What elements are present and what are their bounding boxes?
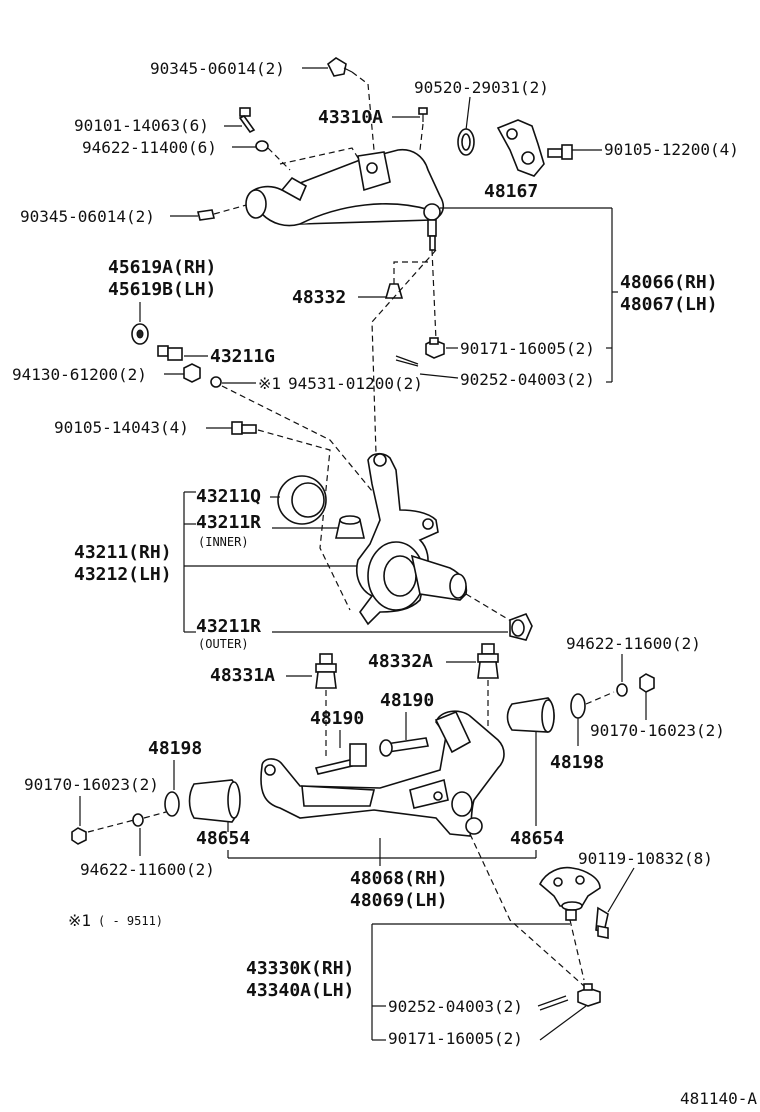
bolt-43310a [418, 107, 428, 122]
bolt-90105-12200 [547, 144, 573, 160]
bumper-48331a [315, 653, 337, 689]
label-90520: 90520-29031(2) [414, 78, 549, 97]
label-note-ref: ※1 [258, 374, 281, 393]
washer-94622-11400 [255, 140, 269, 152]
label-48331a: 48331A [210, 665, 275, 686]
label-48198-left: 48198 [148, 738, 202, 759]
figure-id: 481140-A [680, 1089, 757, 1108]
steering-knuckle [356, 452, 468, 626]
nut-90171-top [425, 337, 445, 359]
bolt-90101 [238, 107, 256, 134]
label-43340a: 43340A(LH) [246, 980, 354, 1001]
label-43310a: 43310A [318, 107, 383, 128]
upper-control-arm [245, 148, 445, 251]
label-48654-left: 48654 [196, 828, 250, 849]
label-48198-right: 48198 [550, 752, 604, 773]
bushing-45619 [131, 323, 149, 345]
label-43211: 43211(RH) [74, 542, 172, 563]
label-48067: 48067(LH) [620, 294, 718, 315]
bolt-90119 [595, 906, 609, 939]
label-43211q: 43211Q [196, 486, 261, 507]
label-90171-bottom: 90171-16005(2) [388, 1029, 523, 1048]
label-45619b: 45619B(LH) [108, 279, 216, 300]
bolt-90105-14043 [231, 421, 257, 435]
label-90252-top: 90252-04003(2) [460, 370, 595, 389]
bracket-48167 [496, 119, 545, 177]
label-48068: 48068(RH) [350, 868, 448, 889]
bolt-90345-top [326, 57, 353, 77]
label-48066: 48066(RH) [620, 272, 718, 293]
label-43330k: 43330K(RH) [246, 958, 354, 979]
label-94622-11600-left: 94622-11600(2) [80, 860, 215, 879]
nut-94130 [183, 363, 201, 383]
label-43211r-inner: 43211R [196, 512, 261, 533]
footnote-mark: ※1 [68, 911, 91, 930]
label-90105-12200: 90105-12200(4) [604, 140, 739, 159]
label-48190-b: 48190 [380, 690, 434, 711]
pin-90252-bottom [537, 995, 567, 1007]
lower-control-arm [260, 710, 505, 837]
label-48332a: 48332A [368, 651, 433, 672]
bearing-43211r-inner [335, 515, 365, 539]
label-90170-right: 90170-16023(2) [590, 721, 725, 740]
bumper-48332 [384, 261, 430, 299]
label-90105-14043: 90105-14043(4) [54, 418, 189, 437]
label-90119: 90119-10832(8) [578, 849, 713, 868]
washer-94531 [210, 376, 222, 388]
label-90171-top: 90171-16005(2) [460, 339, 595, 358]
label-90252-bottom: 90252-04003(2) [388, 997, 523, 1016]
label-outer: (OUTER) [198, 637, 249, 651]
cushion-48198-right [570, 693, 586, 719]
washer-94622-11600-left [132, 813, 144, 827]
label-94622-11600-right: 94622-11600(2) [566, 634, 701, 653]
bolt-48190-a [314, 743, 367, 775]
label-94622-11400: 94622-11400(6) [82, 138, 217, 157]
label-43211r-outer: 43211R [196, 616, 261, 637]
cushion-48198-left [164, 791, 180, 817]
label-43212: 43212(LH) [74, 564, 172, 585]
bolt-43211g [157, 345, 183, 361]
nut-90171-bottom [577, 983, 601, 1007]
ball-joint-43330k [539, 866, 601, 921]
label-48332: 48332 [292, 287, 346, 308]
label-94531: 94531-01200(2) [288, 374, 423, 393]
label-90170-left: 90170-16023(2) [24, 775, 159, 794]
label-94130: 94130-61200(2) [12, 365, 147, 384]
bushing-48654-left [188, 779, 241, 823]
label-48069: 48069(LH) [350, 890, 448, 911]
bolt-48190-b [379, 737, 429, 757]
label-48190-a: 48190 [310, 708, 364, 729]
seal-43211q [277, 475, 327, 525]
pin-90252-top [395, 355, 419, 365]
footnote-range: ( - 9511) [98, 914, 163, 928]
label-inner: (INNER) [198, 535, 249, 549]
nut-90170-right [639, 673, 655, 693]
label-90101: 90101-14063(6) [74, 116, 209, 135]
bumper-48332a [477, 643, 499, 679]
bearing-43211r-outer [509, 612, 533, 641]
washer-94622-11600-right [616, 683, 628, 697]
bushing-48654-right [506, 697, 555, 733]
bolt-90345-left [197, 209, 215, 221]
label-48654-right: 48654 [510, 828, 564, 849]
nut-90170-left [71, 827, 87, 845]
label-48167: 48167 [484, 181, 538, 202]
label-45619a: 45619A(RH) [108, 257, 216, 278]
label-bolt-90345-left: 90345-06014(2) [20, 207, 155, 226]
label-bolt-90345-top: 90345-06014(2) [150, 59, 285, 78]
label-43211g: 43211G [210, 346, 275, 367]
